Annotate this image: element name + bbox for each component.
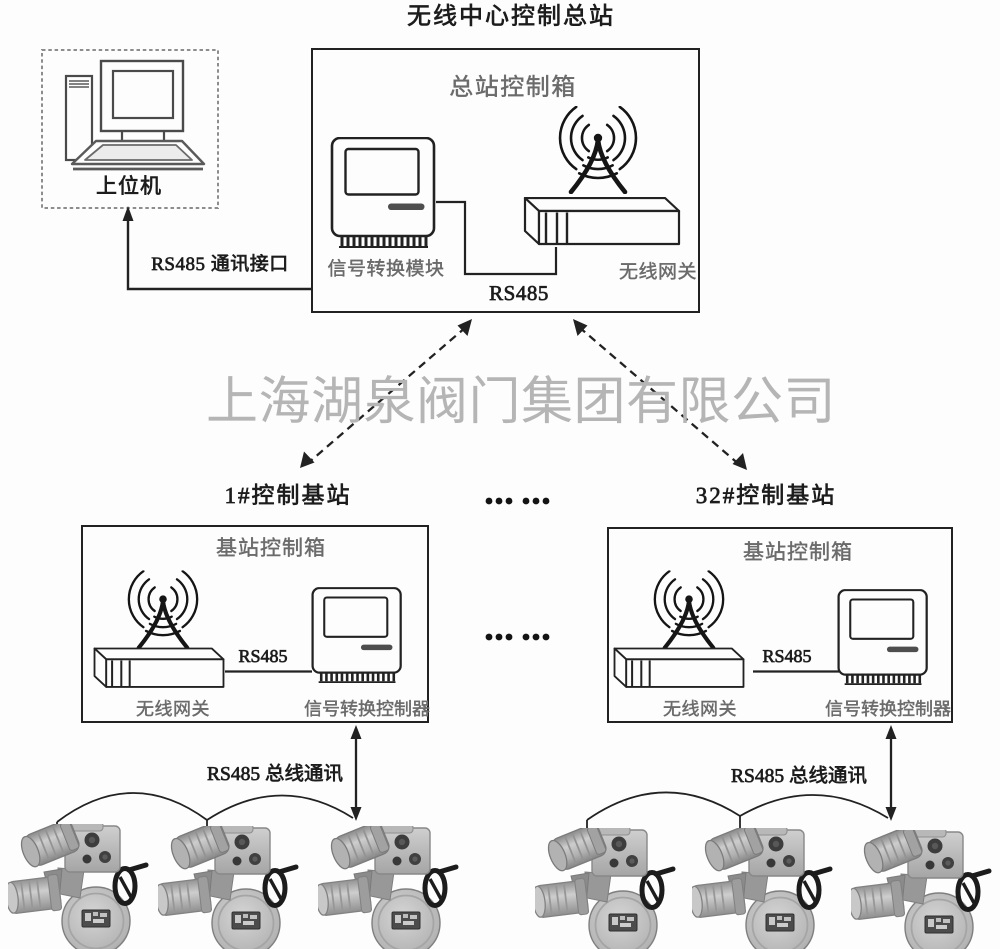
- station-left-controller-icon: [310, 587, 405, 684]
- host-link-arrowhead: [122, 206, 134, 221]
- station-right-controller-label: 信号转换控制器: [825, 699, 951, 719]
- station-left-controller-label: 信号转换控制器: [304, 699, 430, 719]
- host-link-label: RS485 通讯接口: [151, 254, 289, 276]
- station-right-gateway-icon: [612, 646, 746, 691]
- watermark-text: 上海湖泉阀门集团有限公司: [205, 374, 836, 431]
- station-right-bus-label: RS485 总线通讯: [731, 766, 868, 788]
- valve-actuator-2: [158, 826, 303, 949]
- master-gateway-icon: [522, 197, 682, 247]
- master-rs485-label: RS485: [489, 281, 549, 306]
- dashed-link-left: [306, 326, 467, 465]
- station-left-gateway-label: 无线网关: [136, 699, 210, 719]
- dashed-left-bottom-arrowhead: [300, 451, 315, 468]
- signal-module-icon: [329, 137, 439, 249]
- dashed-link-right: [578, 326, 742, 467]
- valve-actuator-6: [851, 830, 996, 949]
- ellipsis-between-titles-dots: [485, 497, 550, 505]
- station-right-box: [607, 527, 953, 723]
- dashed-left-top-arrowhead: [457, 319, 472, 336]
- master-antenna-icon: [558, 106, 638, 194]
- ellipsis-between-boxes-dots: [485, 633, 550, 641]
- station-left-gateway-icon: [92, 646, 226, 691]
- valve-actuator-5: [692, 828, 837, 949]
- host-link-line: [126, 216, 311, 291]
- bus-arc-right-2: [739, 794, 889, 819]
- station-left-rs485-label: RS485: [238, 646, 288, 667]
- station-right-title: 32#控制基站: [695, 483, 837, 509]
- valve-actuator-1: [8, 824, 153, 949]
- station-right-gateway-label: 无线网关: [663, 699, 737, 719]
- valve-actuator-4: [535, 828, 680, 949]
- bus-arc-right-1: [586, 791, 741, 821]
- host-computer-label: 上位机: [96, 174, 162, 199]
- station-left-box: [81, 525, 429, 723]
- module-gateway-wire: [436, 200, 558, 276]
- station-left-box-label: 基站控制箱: [216, 536, 326, 560]
- master-station-box: [311, 48, 700, 313]
- page-title: 无线中心控制总站: [407, 4, 615, 31]
- station-left-bus-label: RS485 总线通讯: [207, 764, 344, 786]
- bus-arc-left-1: [56, 792, 208, 823]
- station-left-title: 1#控制基站: [224, 483, 352, 509]
- dashed-right-top-arrowhead: [573, 319, 588, 336]
- dashed-right-bottom-arrowhead: [732, 453, 747, 470]
- host-computer-box-border: [41, 49, 219, 209]
- station-left-antenna-icon: [127, 570, 199, 650]
- station-right-antenna-icon: [653, 570, 725, 650]
- host-computer-icon: [56, 56, 206, 178]
- signal-module-label: 信号转换模块: [327, 259, 445, 280]
- bus-arc-left-2: [206, 794, 354, 821]
- station-right-box-label: 基站控制箱: [743, 540, 853, 564]
- master-box-label: 总站控制箱: [449, 75, 577, 101]
- valve-actuator-3: [318, 826, 463, 949]
- station-right-controller-icon: [836, 589, 931, 686]
- station-right-rs485-label: RS485: [762, 646, 812, 667]
- master-gateway-label: 无线网关: [618, 262, 697, 283]
